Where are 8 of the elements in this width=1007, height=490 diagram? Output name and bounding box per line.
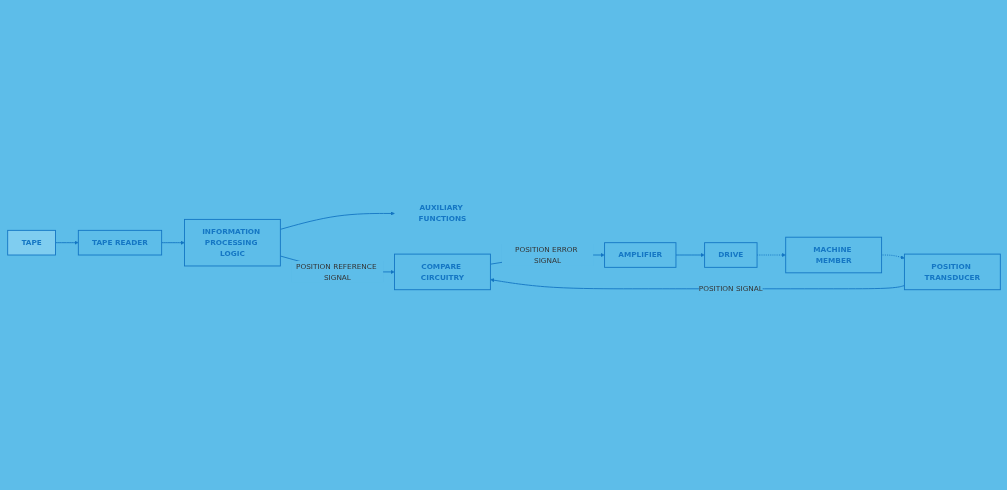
node-box <box>77 229 162 256</box>
node-box <box>903 253 1001 291</box>
node-box <box>703 242 757 268</box>
node-box <box>603 242 676 268</box>
node-box <box>784 236 882 274</box>
node-box <box>183 218 281 267</box>
node-box <box>6 229 56 256</box>
node-box <box>393 253 491 291</box>
